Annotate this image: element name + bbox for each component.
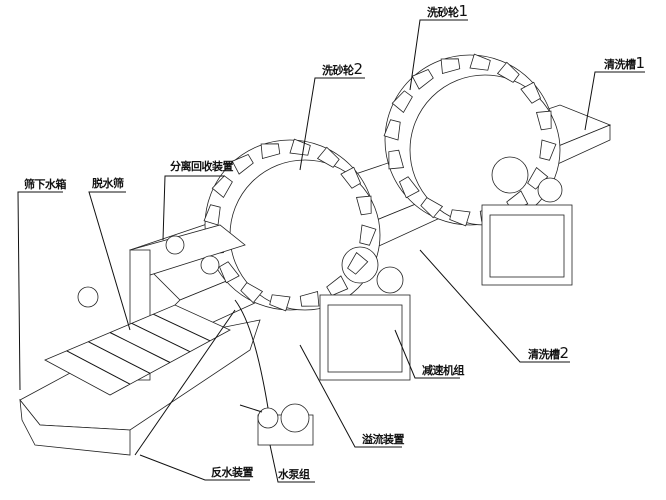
paddle-bucket <box>520 81 542 104</box>
paddle-bucket <box>391 90 413 114</box>
paddle-bucket <box>218 261 240 284</box>
paddle-bucket <box>299 291 320 307</box>
label-separation-recovery: 分离回收装置 <box>170 160 234 173</box>
paddle-bucket <box>383 119 401 141</box>
paddle-bucket <box>231 153 254 175</box>
screen-grid-line <box>88 341 151 374</box>
paddle-bucket <box>316 146 340 168</box>
paddle-bucket <box>240 282 264 304</box>
sand-wheel-2 <box>203 138 381 312</box>
paddle-bucket <box>398 176 420 199</box>
paddle-bucket <box>340 166 362 189</box>
label-wash-tank-1: 清洗槽1 <box>604 54 645 72</box>
reducer-frame-2 <box>319 266 411 381</box>
dewatering-screen <box>44 286 231 396</box>
paddle-bucket <box>527 166 549 190</box>
label-sand-wheel-1: 洗砂轮1 <box>427 2 468 20</box>
paddle-bucket <box>469 53 491 71</box>
leader-lines <box>17 19 645 483</box>
paddle-bucket <box>411 68 434 90</box>
paddle-bucket <box>269 294 291 312</box>
label-dewatering-screen: 脱水筛 <box>92 177 124 190</box>
reducer-frame-1 <box>481 177 573 286</box>
label-sand-wheel-2: 洗砂轮2 <box>322 60 363 78</box>
paddle-bucket <box>536 110 552 131</box>
paddle-bucket <box>203 204 221 226</box>
label-reducer-unit: 减速机组 <box>422 364 465 377</box>
paddle-bucket <box>420 197 444 219</box>
label-overflow-device: 溢流装置 <box>362 433 405 446</box>
paddle-bucket <box>388 149 404 170</box>
paddle-bucket <box>359 224 377 246</box>
pump-unit <box>134 299 314 456</box>
paddle-bucket <box>347 251 369 275</box>
label-under-screen-tank: 筛下水箱 <box>24 178 67 191</box>
sand-wheel-1 <box>383 53 561 227</box>
paddle-bucket <box>440 58 461 74</box>
paddle-bucket <box>289 138 311 156</box>
screen-grid-line <box>66 350 131 385</box>
screen-grid-line <box>153 313 211 342</box>
paddle-bucket <box>539 139 557 161</box>
paddle-bucket <box>449 209 471 227</box>
screen-grid-line <box>109 332 171 363</box>
label-backwater-device: 反水装置 <box>211 466 254 479</box>
paddle-bucket <box>356 195 372 216</box>
screen-grid-line <box>131 322 191 353</box>
paddle-bucket <box>260 143 281 159</box>
paddle-bucket <box>496 61 520 83</box>
label-wash-tank-2: 清洗槽2 <box>528 344 569 362</box>
label-pump-unit: 水泵组 <box>278 468 310 481</box>
